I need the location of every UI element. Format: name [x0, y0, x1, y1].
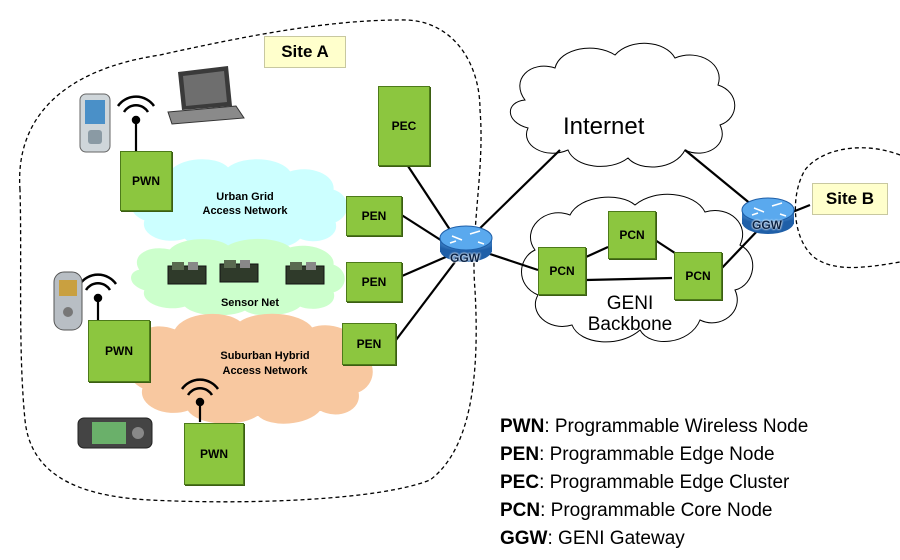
suburban-label-2: Access Network: [222, 365, 308, 377]
wireless-icon: [78, 273, 118, 303]
legend: PWN: Programmable Wireless Node PEN: Pro…: [500, 413, 900, 553]
pda-icon: [79, 93, 111, 153]
ggw-label-a: GGW: [450, 251, 480, 265]
gps-device-icon: [77, 417, 153, 449]
ggw-router-icon-b: [741, 197, 795, 234]
site-b-boundary: [794, 147, 900, 269]
site-b-label: Site B: [812, 183, 888, 215]
urban-grid-label-1: Urban Grid: [216, 191, 274, 203]
pwn-node-1: PWN: [120, 151, 172, 211]
sensor-board-icon: [167, 262, 207, 285]
pec-node: PEC: [378, 86, 430, 166]
sensor-board-icon: [219, 260, 259, 283]
site-a-boundary: [18, 19, 482, 503]
legend-item: PWN: Programmable Wireless Node: [500, 416, 809, 437]
sensor-net-label: Sensor Net: [220, 297, 280, 309]
backbone-label-1: GENI: [606, 293, 654, 314]
legend-item: PEC: Programmable Edge Cluster: [500, 472, 790, 493]
site-a-label: Site A: [264, 36, 346, 68]
pwn-node-2: PWN: [88, 320, 150, 382]
urban-grid-cloud: [131, 159, 348, 249]
legend-item: PCN: Programmable Core Node: [500, 500, 773, 521]
pen-node-2: PEN: [346, 262, 402, 302]
legend-item: PEN: Programmable Edge Node: [500, 444, 775, 465]
pen-node-1: PEN: [346, 196, 402, 236]
wireless-icon: [180, 378, 220, 407]
backbone-label-2: Backbone: [587, 314, 673, 335]
legend-item: GGW: GENI Gateway: [500, 528, 685, 549]
urban-grid-label-2: Access Network: [202, 205, 288, 217]
ggw-label-b: GGW: [752, 218, 782, 232]
internet-cloud: [509, 42, 736, 168]
internet-label: Internet: [563, 113, 645, 140]
pcn-node-left: PCN: [538, 247, 586, 295]
suburban-cloud: [129, 313, 373, 424]
laptop-icon: [167, 66, 245, 125]
wireless-icon: [116, 95, 156, 125]
ggw-router-icon-a: [439, 225, 493, 262]
pen-node-3: PEN: [342, 323, 396, 365]
suburban-label-1: Suburban Hybrid: [220, 350, 310, 362]
geni-backbone-cloud: [521, 193, 754, 343]
sensor-board-icon: [285, 262, 325, 285]
cellphone-icon: [53, 271, 83, 331]
pcn-node-right: PCN: [674, 252, 722, 300]
pwn-node-3: PWN: [184, 423, 244, 485]
pcn-node-top: PCN: [608, 211, 656, 259]
